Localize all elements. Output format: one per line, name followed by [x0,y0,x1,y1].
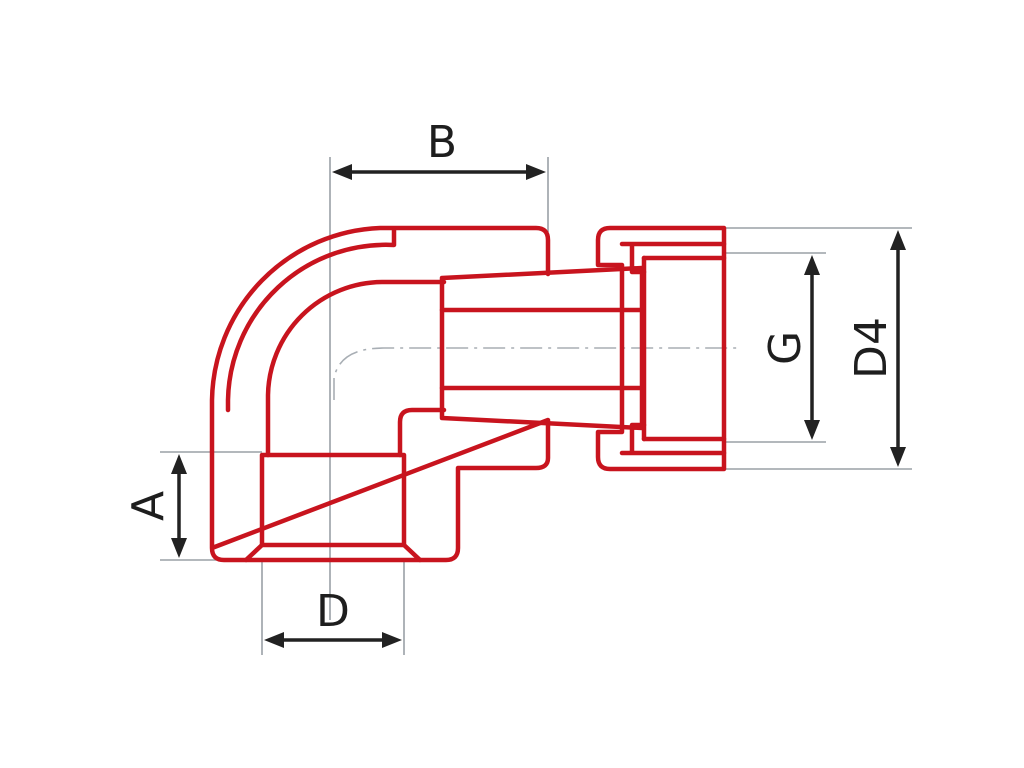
elbow-inner-step [397,407,447,458]
dimension-d: D [264,586,402,648]
dimension-g: G [760,255,820,440]
dimension-a: A [123,454,187,558]
dimension-b-label: B [427,117,457,168]
dimension-d-arrow-left [264,632,284,648]
dimension-a-arrow-top [171,454,187,474]
extension-lines [160,157,912,655]
dimension-b: B [332,117,546,180]
elbow-inner-bore [265,279,447,458]
dimension-b-arrow-right [526,164,546,180]
dimension-g-label: G [760,331,811,365]
dimension-d4-arrow-bottom [890,447,906,467]
elbow-wall-line [225,227,397,413]
union-nut [595,225,727,472]
flow-centerline [333,347,740,400]
dimension-d-label: D [316,586,350,637]
dimension-a-arrow-bottom [171,538,187,558]
dimension-d4-arrow-top [890,230,906,250]
dimension-g-arrow-top [804,255,820,275]
nut-outline [595,225,727,472]
elbow-outer-contour [209,225,551,563]
socket-bore [259,452,407,548]
dimension-d-arrow-right [382,632,402,648]
dimension-d4: D4 [846,230,906,467]
dimension-a-label: A [123,491,174,521]
dimension-d4-label: D4 [846,317,897,379]
dimension-g-arrow-bottom [804,420,820,440]
elbow-body [209,225,551,563]
socket-chamfer [243,542,423,563]
nut-thread-bottom [619,422,727,456]
nut-thread-top [619,241,727,275]
dimension-b-arrow-left [332,164,352,180]
